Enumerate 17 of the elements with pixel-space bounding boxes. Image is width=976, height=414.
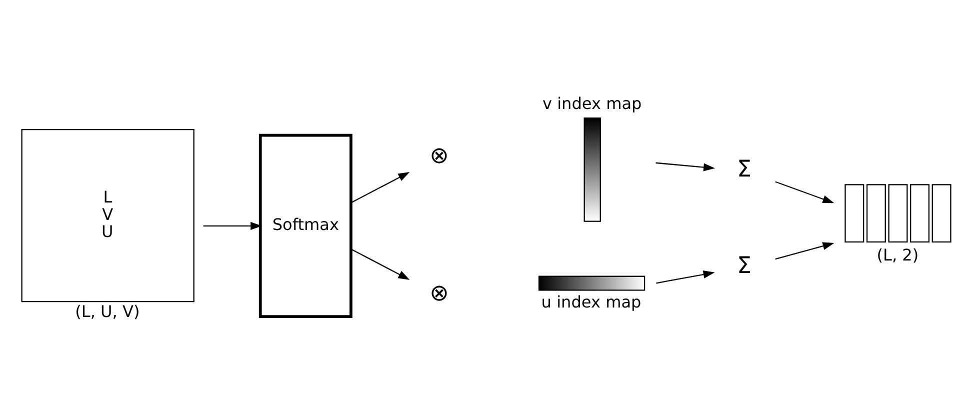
arrow — [775, 181, 834, 204]
arrow — [350, 248, 410, 280]
node-text: ⊗ — [430, 280, 449, 306]
node-label: u index map — [541, 292, 642, 312]
arrow — [203, 222, 262, 230]
node-label: (L, 2) — [876, 246, 919, 265]
arrow — [656, 270, 715, 284]
node-text: ⊗ — [430, 142, 449, 169]
arrow — [656, 162, 716, 172]
arrow — [350, 172, 410, 204]
node-box: Softmax — [258, 134, 352, 318]
node-box: L V U — [21, 129, 194, 302]
node-label: (L, U, V) — [75, 302, 140, 321]
arrow — [775, 242, 834, 260]
node-text: Σ — [737, 156, 752, 183]
node-text: Σ — [737, 252, 752, 279]
node-label: v index map — [542, 94, 642, 114]
